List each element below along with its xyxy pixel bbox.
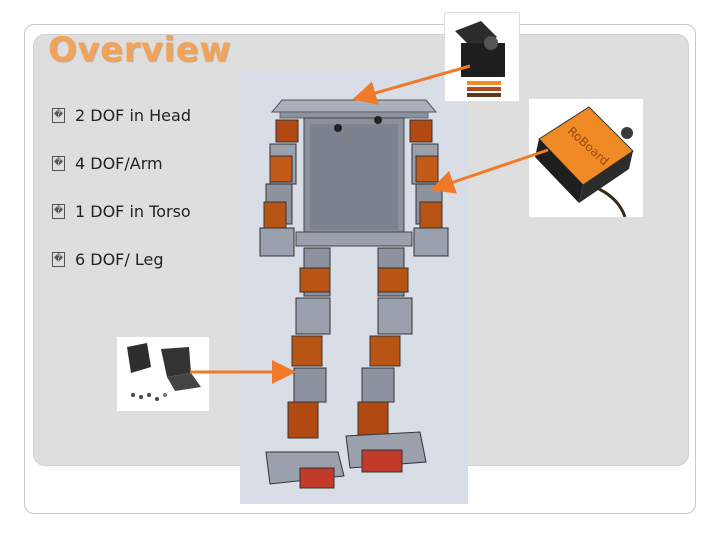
bullet-item-torso: � 1 DOF in Torso bbox=[52, 198, 191, 224]
bullet-marker-icon: � bbox=[52, 203, 65, 219]
bullet-item-head: � 2 DOF in Head bbox=[52, 102, 191, 128]
robot-model-image bbox=[240, 72, 468, 504]
bullet-text: 4 DOF/Arm bbox=[75, 153, 163, 173]
bullet-item-arm: � 4 DOF/Arm bbox=[52, 150, 163, 176]
slide-title: Overview bbox=[48, 30, 232, 70]
bullet-text: 2 DOF in Head bbox=[75, 105, 191, 125]
bullet-text: 6 DOF/ Leg bbox=[75, 249, 164, 269]
bullet-text: 1 DOF in Torso bbox=[75, 201, 191, 221]
arm-servo-image: RoBoard bbox=[528, 98, 644, 218]
bullet-item-leg: � 6 DOF/ Leg bbox=[52, 246, 164, 272]
bullet-marker-icon: � bbox=[52, 155, 65, 171]
bullet-marker-icon: � bbox=[52, 107, 65, 123]
head-servo-image bbox=[444, 12, 520, 102]
bullet-marker-icon: � bbox=[52, 251, 65, 267]
bracket-parts-image bbox=[116, 336, 210, 412]
